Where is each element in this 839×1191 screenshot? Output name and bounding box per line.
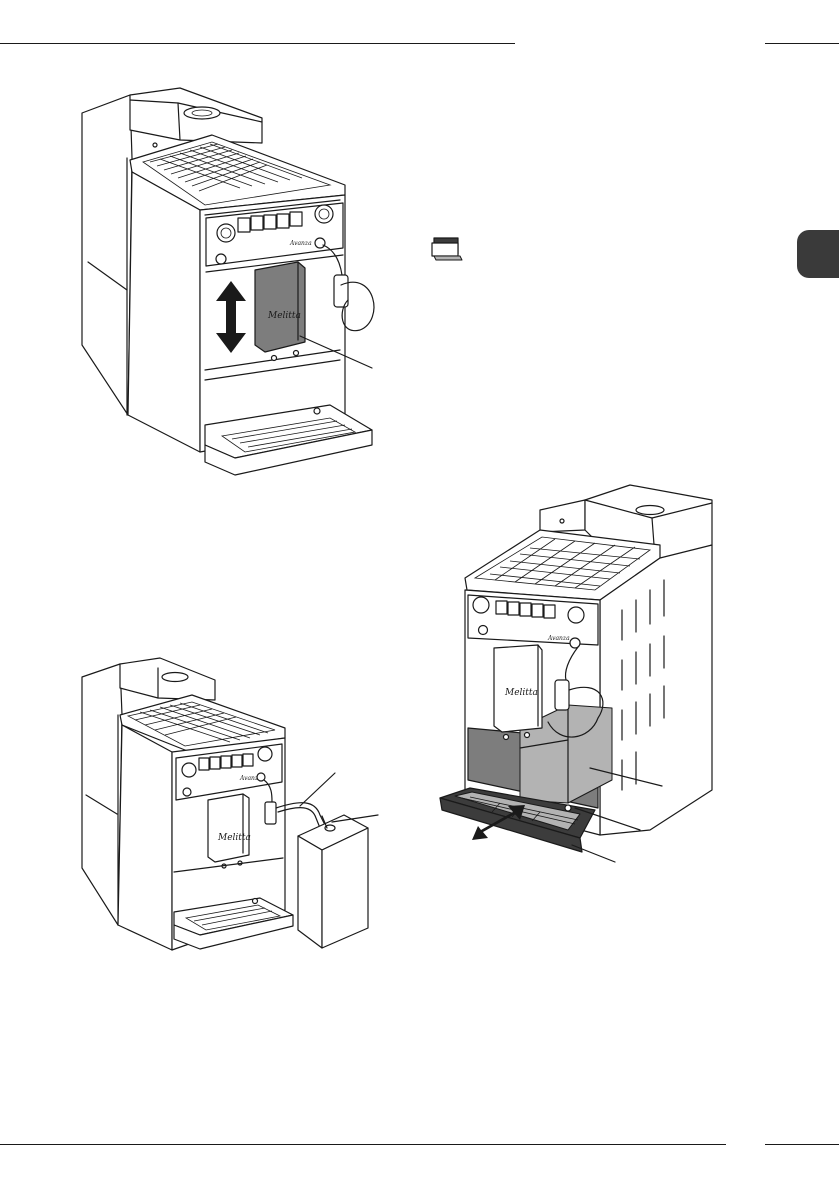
model-label: Avanza	[547, 635, 570, 642]
outlet-logo: Melitta	[267, 311, 301, 321]
model-label: Avanza	[289, 240, 312, 247]
header-rule-right	[765, 43, 839, 44]
footer-rule-right	[765, 1144, 839, 1145]
footer-rule-left	[0, 1144, 726, 1145]
figure-outlet-height: Avanza Melitta	[70, 85, 390, 480]
header-rule-left	[0, 43, 515, 44]
figure-milk-carton: Avanza Melitta	[80, 655, 380, 955]
figure-drip-tray: Avanza Melitta	[435, 480, 725, 880]
drip-tray-icon	[430, 236, 466, 262]
language-tab	[797, 230, 839, 278]
outlet-logo: Melitta	[504, 688, 538, 698]
outlet-logo: Melitta	[217, 833, 251, 843]
milk-carton	[298, 815, 368, 948]
